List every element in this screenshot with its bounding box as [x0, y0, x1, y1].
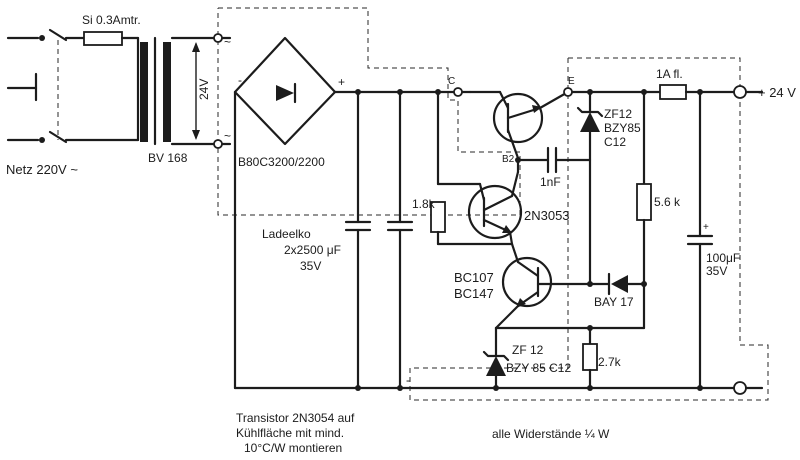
enclosure-transformer-bridge	[217, 7, 521, 216]
note-resistors: alle Widerstände ¼ W	[492, 427, 610, 441]
driver-transistor	[467, 158, 523, 246]
resistor-1-8k	[430, 90, 514, 246]
diode-bay17	[588, 272, 646, 296]
label-cap-in-3: 35V	[300, 259, 321, 273]
label-zener-top-3: C12	[604, 135, 626, 149]
label-fuse-input: Si 0.3Amtr.	[82, 13, 141, 27]
fuse-input	[83, 31, 123, 46]
label-cap-in-1: Ladeelko	[262, 227, 311, 241]
label-ac-top: ~	[224, 35, 231, 49]
label-q-control-1: BC107	[454, 270, 494, 285]
label-fuse-output: 1A fl.	[656, 67, 683, 81]
enclosure-regulator	[409, 57, 769, 401]
resistor-2-7k	[582, 326, 598, 390]
resistor-5-6k	[636, 90, 652, 286]
capacitor-output	[686, 90, 714, 390]
label-minus-rail: -	[406, 373, 410, 387]
label-zener-ref-1: ZF 12	[512, 343, 544, 357]
zener-reference	[482, 326, 510, 390]
transformer	[140, 36, 232, 146]
label-cap-in-2: 2x2500 μF	[284, 243, 341, 257]
output-terminal-minus	[733, 381, 747, 395]
label-diode: BAY 17	[594, 295, 634, 309]
label-transformer: BV 168	[148, 151, 188, 165]
label-zener-top-2: BZY85	[604, 121, 641, 135]
input-capacitors	[344, 90, 414, 390]
note-transistor-3: 10°C/W montieren	[244, 441, 342, 455]
label-ac-bottom: ~	[224, 129, 231, 143]
label-q-driver: 2N3053	[524, 208, 570, 223]
label-cap-speedup: 1nF	[540, 175, 561, 189]
output-terminal-plus	[733, 85, 747, 99]
label-cap-out-2: 35V	[706, 264, 727, 278]
mains-input	[6, 28, 140, 144]
label-cap-out-1: 100μF	[706, 251, 740, 265]
label-r-base: 1.8k	[412, 197, 436, 211]
label-output: + 24 V	[758, 85, 796, 100]
control-transistor	[494, 242, 592, 330]
label-zener-top-1: ZF12	[604, 107, 632, 121]
label-r-bottom: 2.7k	[598, 355, 622, 369]
node-c	[453, 87, 463, 97]
node-e	[563, 87, 573, 97]
label-bridge-minus: -	[238, 73, 242, 87]
label-r-feedback: 5.6 k	[654, 195, 681, 209]
label-bridge-plus: +	[338, 75, 345, 89]
pass-transistor	[468, 90, 570, 160]
note-transistor-1: Transistor 2N3054 auf	[236, 411, 355, 425]
label-bridge: B80C3200/2200	[238, 155, 325, 169]
label-node-c: C	[448, 76, 455, 87]
label-zener-ref-2: BZY 85 C12	[506, 361, 571, 375]
label-node-e: E	[568, 76, 575, 87]
label-secondary-voltage: 24V	[197, 79, 211, 100]
zener-top	[576, 90, 604, 286]
label-node-b2: B2	[502, 154, 515, 165]
note-transistor-2: Kühlfläche mit mind.	[236, 426, 344, 440]
label-mains: Netz 220V ~	[6, 162, 78, 177]
fuse-output	[659, 84, 687, 100]
label-q-control-2: BC147	[454, 286, 494, 301]
label-cap-out-plus: +	[703, 222, 709, 233]
